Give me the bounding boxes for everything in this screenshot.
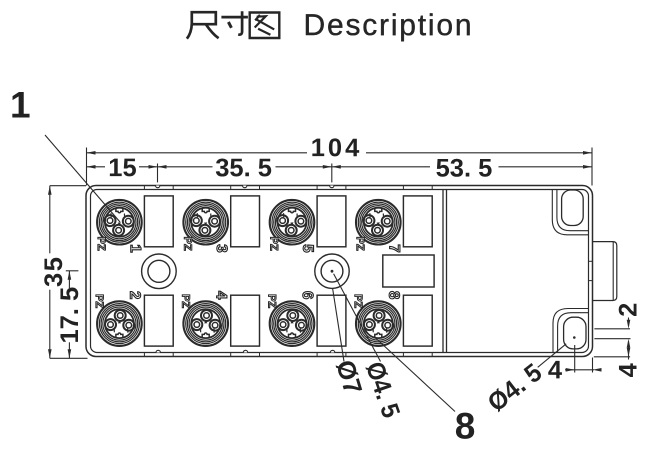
svg-text:Ø4. 5: Ø4. 5 [360, 358, 405, 421]
svg-text:5: 5 [299, 244, 316, 252]
svg-text:6: 6 [299, 291, 316, 299]
svg-text:2: 2 [126, 291, 143, 299]
svg-text:1: 1 [127, 244, 144, 252]
svg-text:PZ: PZ [95, 237, 107, 251]
svg-text:PZ: PZ [354, 237, 366, 251]
svg-text:PZ: PZ [267, 237, 279, 251]
svg-text:15: 15 [108, 154, 136, 182]
svg-text:35: 35 [40, 256, 68, 287]
svg-text:104: 104 [311, 134, 363, 162]
svg-text:Ø7: Ø7 [330, 357, 367, 398]
svg-text:PZ: PZ [179, 294, 191, 308]
svg-text:Ø4. 5: Ø4. 5 [483, 359, 548, 418]
svg-text:Description: Description [303, 9, 473, 42]
svg-text:PZ: PZ [93, 294, 105, 308]
svg-text:8: 8 [385, 291, 402, 299]
svg-text:17. 5: 17. 5 [56, 287, 84, 344]
svg-text:PZ: PZ [181, 237, 193, 251]
svg-text:8: 8 [455, 405, 476, 446]
svg-text:4: 4 [213, 291, 230, 300]
svg-text:53. 5: 53. 5 [436, 155, 493, 183]
svg-text:1: 1 [10, 84, 31, 125]
svg-text:PZ: PZ [352, 294, 364, 308]
svg-text:4: 4 [614, 362, 642, 377]
svg-text:PZ: PZ [265, 294, 277, 308]
svg-text:3: 3 [213, 244, 230, 252]
svg-text:2: 2 [614, 303, 642, 317]
svg-text:4: 4 [548, 356, 563, 384]
svg-text:35. 5: 35. 5 [215, 154, 272, 182]
svg-text:7: 7 [386, 244, 403, 252]
